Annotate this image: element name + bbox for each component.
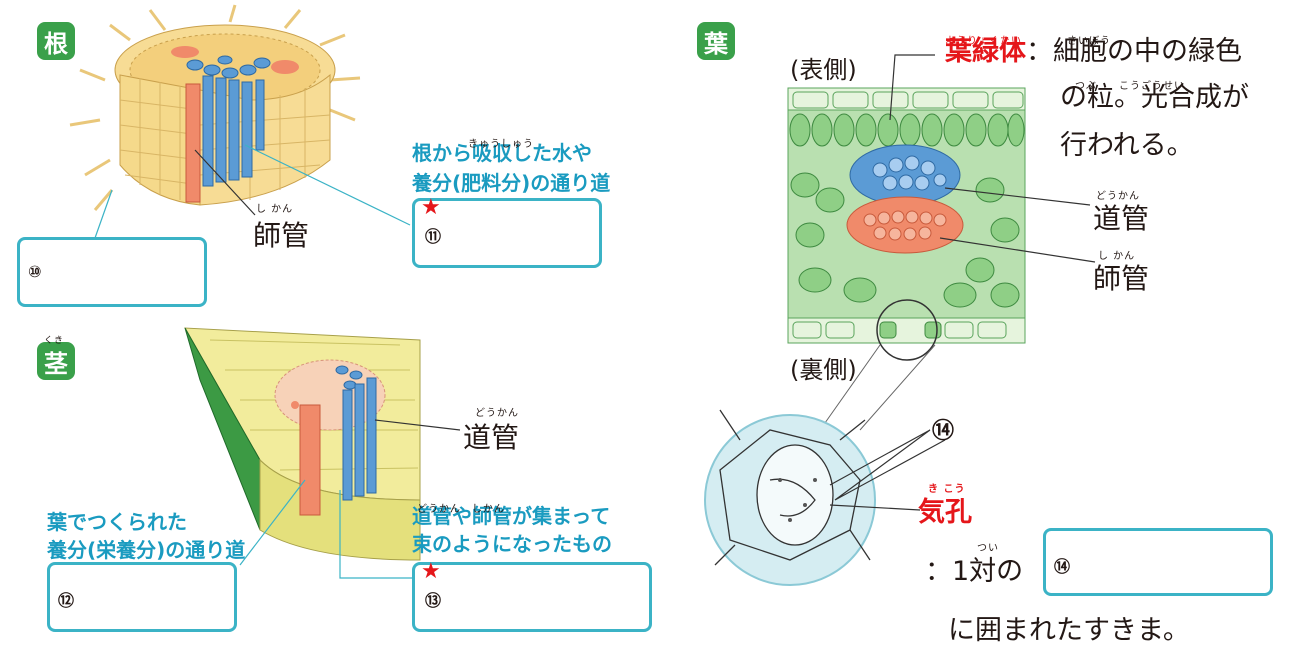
stem-phloem-description: 葉でつくられた 養分(栄養分)の通り道 [47, 510, 246, 562]
leaf-lower-side-label: (裏側) [790, 356, 857, 384]
root-badge: 根 [37, 22, 75, 60]
leaf-phloem-label: し かん 師管 [1093, 251, 1150, 295]
leader-lines [94, 54, 1096, 579]
root-xylem-description: きゅうしゅう 根から吸収した水や 養分(肥料分)の通り道 [412, 139, 611, 195]
answer-box-12[interactable]: ⑫ [47, 562, 237, 632]
stoma-description-end: に囲まれたすきま。 [948, 615, 1190, 646]
stoma-description: つい ：1対の [925, 543, 1024, 587]
answer-box-14[interactable]: ⑭ [1043, 528, 1273, 596]
chloroplast-definition: ようりょくたい さいぼう 葉緑体：細胞の中の緑色 つぶ こうごうせい の粒。光合… [945, 36, 1249, 161]
stem-badge: 茎 [37, 342, 75, 380]
chloroplast-term: 葉緑体 [945, 36, 1026, 67]
leaf-upper-side-label: (表側) [790, 56, 857, 84]
stoma-term: き こう 気孔 [918, 484, 972, 528]
guard-cell-number: ⑭ [932, 419, 955, 444]
stem-badge-ruby: くき [44, 336, 65, 346]
root-phloem-label: し かん 師管 [253, 204, 310, 252]
stem-bundle-description: どうかん しかん 道管や師管が集まって 束のようになったもの [412, 504, 612, 556]
stem-xylem-label: どうかん 道管 [463, 408, 520, 454]
leaf-xylem-label: どうかん 道管 [1093, 191, 1150, 235]
leaf-cross-section [704, 87, 1026, 586]
star-icon: ★ [421, 559, 441, 584]
answer-box-11[interactable]: ★ ⑪ [412, 195, 602, 268]
root-cross-section [69, 4, 361, 211]
answer-box-10[interactable]: ⑩ [17, 237, 207, 307]
answer-box-13[interactable]: ★ ⑬ [412, 559, 652, 632]
leaf-badge: 葉 [697, 22, 735, 60]
star-icon: ★ [421, 195, 441, 220]
